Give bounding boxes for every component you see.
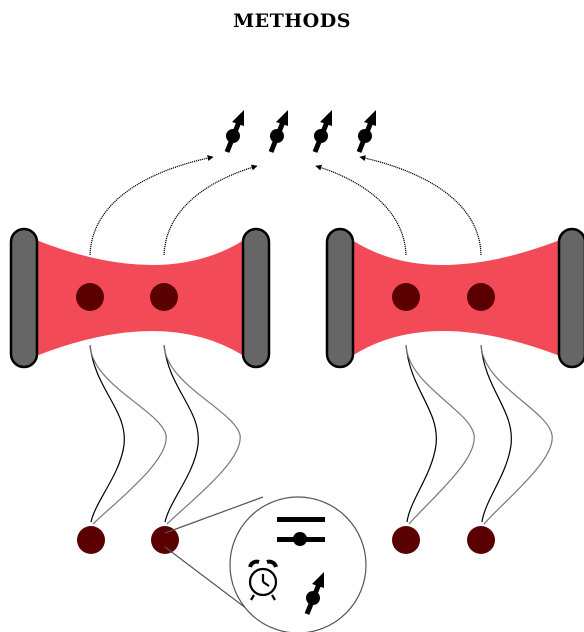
spin-up-arrow-icon — [270, 110, 288, 152]
trapped-atom — [392, 283, 420, 311]
cavity-left — [9, 227, 271, 369]
page-title: METHODS — [233, 10, 351, 32]
cavity-beam — [36, 240, 244, 356]
spin-qubit-row — [226, 110, 376, 152]
storage-atom — [151, 526, 179, 554]
photon-path — [315, 164, 407, 256]
cavity-mirror — [241, 227, 271, 369]
photon-path — [359, 155, 482, 256]
photon-path — [89, 155, 214, 256]
spin-up-arrow-icon — [358, 110, 376, 152]
storage-atom — [77, 526, 105, 554]
storage-atom — [467, 526, 495, 554]
spin-up-arrow-icon — [314, 110, 332, 152]
trapped-atom — [150, 283, 178, 311]
photon-path — [163, 164, 258, 256]
zoom-callout — [164, 496, 367, 632]
trapped-atom — [467, 283, 495, 311]
cavity-beam — [352, 240, 560, 356]
photonic-links — [89, 155, 482, 256]
cavity-right — [325, 227, 584, 369]
storage-atom — [392, 526, 420, 554]
alarm-clock-icon — [248, 559, 278, 601]
energy-level-diagram-icon — [277, 517, 325, 546]
spin-up-arrow-icon — [226, 110, 244, 152]
transport-paths — [89, 344, 553, 525]
cavity-mirror — [9, 227, 39, 369]
cavity-mirror — [557, 227, 584, 369]
trapped-atom — [76, 283, 104, 311]
storage-atoms — [77, 526, 495, 554]
cavity-mirror — [325, 227, 355, 369]
